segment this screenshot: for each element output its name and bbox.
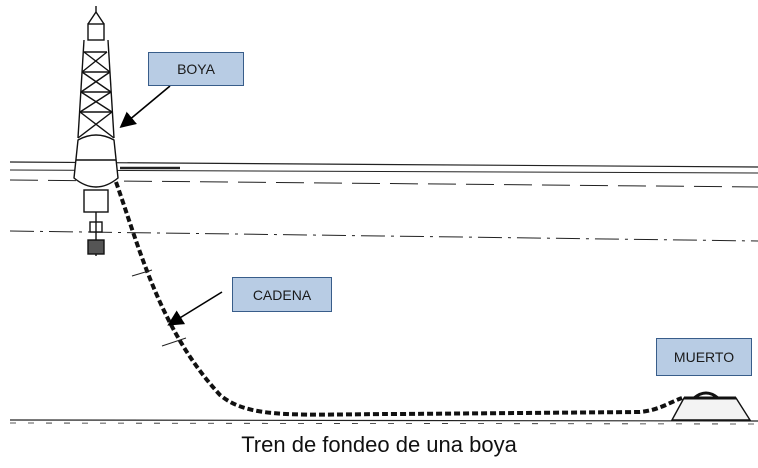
buoy	[73, 6, 119, 256]
buoy-label: BOYA	[148, 52, 244, 86]
anchor-block	[670, 391, 752, 421]
chain-label: CADENA	[232, 277, 332, 312]
chain	[114, 181, 683, 417]
seabed	[9, 419, 758, 425]
anchor-label: MUERTO	[656, 338, 752, 376]
diagram-caption: Tren de fondeo de una boya	[241, 432, 517, 457]
buoy-arrow	[119, 85, 171, 129]
mooring-diagram	[9, 6, 758, 425]
chain-arrow	[167, 291, 223, 326]
chain-tick-1	[131, 269, 153, 277]
chain-tick-2	[161, 337, 187, 347]
